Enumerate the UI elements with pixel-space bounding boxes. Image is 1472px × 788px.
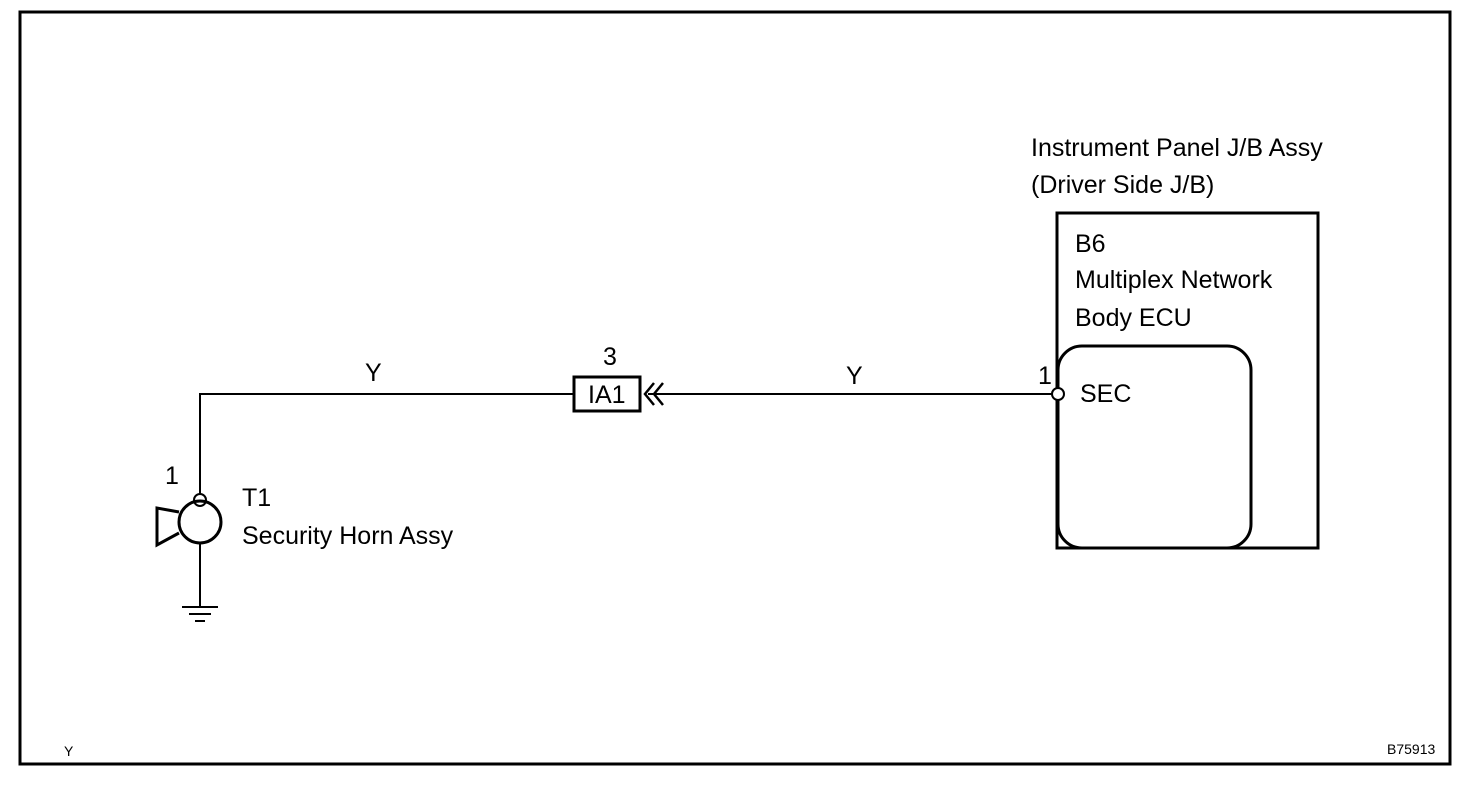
connector-pin-number: 3 xyxy=(603,343,617,371)
ecu-name-line1: Multiplex Network xyxy=(1075,266,1273,294)
ecu-pin-number: 1 xyxy=(1038,362,1052,390)
wire-right-color: Y xyxy=(846,362,863,390)
ecu-box xyxy=(1056,344,1253,550)
horn-bell-icon xyxy=(155,506,180,548)
ground-icon xyxy=(182,606,218,622)
horn-code: T1 xyxy=(242,484,271,512)
horn-body-icon xyxy=(177,499,223,545)
ecu-name-line2: Body ECU xyxy=(1075,304,1192,332)
wire-left-color: Y xyxy=(365,359,382,387)
junction-block-title-line1: Instrument Panel J/B Assy xyxy=(1031,134,1323,162)
horn-name: Security Horn Assy xyxy=(242,522,454,550)
footer-left-text: Y xyxy=(64,743,74,759)
junction-block-title-line2: (Driver Side J/B) xyxy=(1031,171,1214,199)
wire-left xyxy=(199,393,574,494)
horn-pin-number: 1 xyxy=(165,462,179,490)
connector-code: IA1 xyxy=(588,381,626,409)
connector-chevron-icon xyxy=(643,382,664,406)
ecu-code: B6 xyxy=(1075,230,1106,258)
ecu-terminal-icon xyxy=(1051,387,1065,401)
diagram-frame xyxy=(18,10,1452,766)
figure-id: B75913 xyxy=(1387,741,1435,757)
ecu-terminal-label: SEC xyxy=(1080,380,1131,408)
